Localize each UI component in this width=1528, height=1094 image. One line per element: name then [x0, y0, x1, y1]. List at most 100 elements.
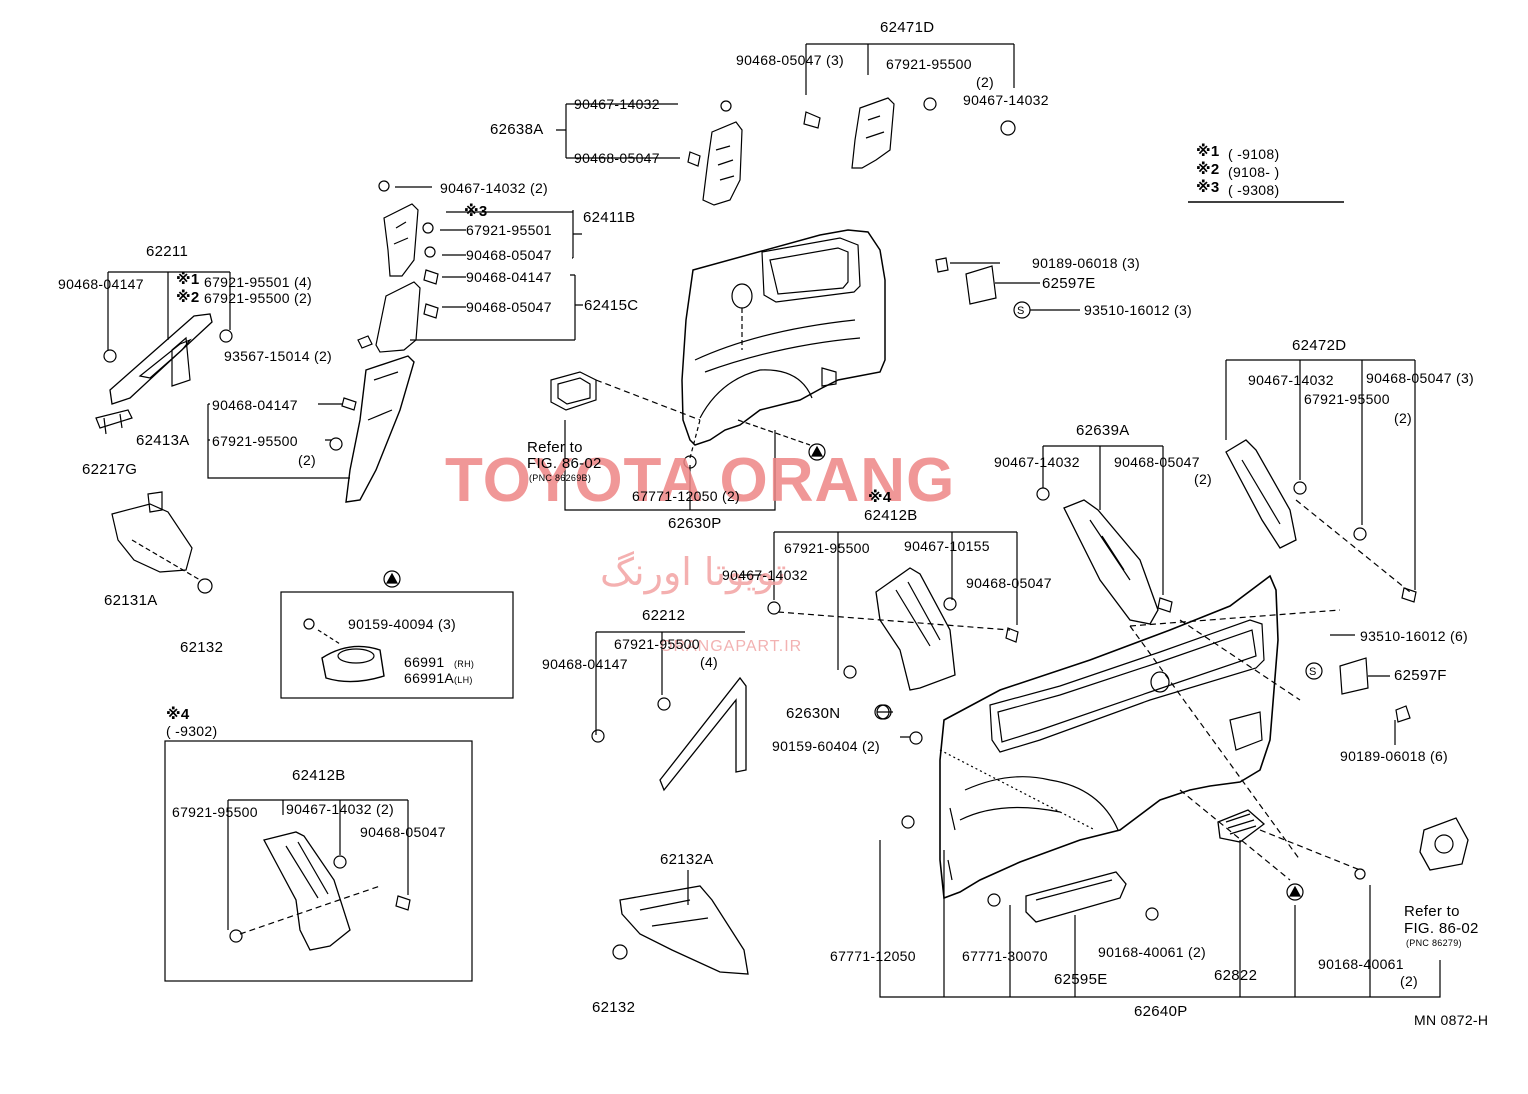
bracket-62472D [1225, 359, 1416, 590]
part-label: 67921-95500 [614, 636, 700, 652]
bracket-62630P [564, 420, 776, 511]
part-label: 67921-95500 [886, 56, 972, 72]
part-label: 90468-04147 [542, 656, 628, 672]
bracket-62640P [879, 840, 1441, 998]
part-label: 90168-40061 (2) [1098, 944, 1207, 960]
bracket-62211 [107, 271, 231, 350]
part-label: 66991A [404, 670, 455, 686]
part-label: 67921-95500 [212, 433, 298, 449]
group-label-62413A: 62413A [136, 432, 190, 449]
diagram-code: MN 0872-H [1414, 1012, 1489, 1028]
group-label-62415C: 62415C [584, 297, 639, 314]
group-label-62217G: 62217G [82, 461, 138, 478]
part-label: 67771-12050 (2) [632, 488, 741, 504]
part-label: 90467-14032 [1248, 372, 1334, 388]
group-label-62412B: 62412B [292, 767, 346, 784]
panel-62640P [939, 574, 1279, 900]
box-66991 [280, 591, 514, 699]
legend-range-1: ( -9108) [1228, 146, 1280, 162]
box-variant-4 [164, 740, 473, 982]
s-symbol: S [1309, 666, 1317, 678]
part-qty: (2) [298, 452, 317, 468]
legend-mark-1: ※1 [1196, 143, 1220, 160]
part-label: 90159-60404 (2) [772, 738, 881, 754]
part-side-tag: (LH) [454, 675, 473, 685]
part-label: 90468-05047 [574, 150, 660, 166]
bracket-62638A [556, 103, 680, 159]
part-label: 90189-06018 (3) [1032, 255, 1141, 271]
group-label-62595E: 62595E [1054, 971, 1108, 988]
refer-figure: FIG. 86-02 [527, 455, 602, 472]
part-label: 93567-15014 (2) [224, 348, 333, 364]
refer-figure: FIG. 86-02 [1404, 920, 1479, 937]
part-label: 67921-95500 [172, 804, 258, 820]
part-label: 93510-16012 (6) [1360, 628, 1469, 644]
part-label: 90468-05047 [466, 247, 552, 263]
part-label-62630N: 62630N [786, 705, 841, 722]
variant-mark-4: ※4 [868, 489, 892, 506]
part-label: 90468-05047 [1114, 454, 1200, 470]
part-label: 66991 [404, 654, 445, 670]
part-label: 90467-14032 (2) [286, 801, 395, 817]
part-label: 90468-04147 [58, 276, 144, 292]
part-label: 90468-05047 (3) [1366, 370, 1475, 386]
refer-pnc: (PNC 86279) [1406, 938, 1462, 948]
part-label: 90468-04147 [212, 397, 298, 413]
part-label: 67771-12050 [830, 948, 916, 964]
variant-mark-1: ※1 [176, 271, 200, 288]
leaders-62411B [395, 186, 573, 308]
refer-label: Refer to [527, 439, 583, 456]
part-label-62132: 62132 [592, 999, 636, 1016]
group-label-62211: 62211 [146, 243, 189, 260]
variant-range-4: ( -9302) [166, 723, 218, 739]
variant-mark-4: ※4 [166, 706, 190, 723]
part-label: 90467-14032 (2) [440, 180, 549, 196]
part-label: 67921-95501 [466, 222, 552, 238]
group-label-62132A: 62132A [660, 851, 714, 868]
legend-mark-3: ※3 [1196, 179, 1220, 196]
group-label-62212: 62212 [642, 607, 686, 624]
part-qty: (2) [1400, 973, 1419, 989]
refer-label: Refer to [1404, 903, 1460, 920]
group-label-62131A: 62131A [104, 592, 158, 609]
part-qty: (4) [700, 654, 719, 670]
group-label-62597E: 62597E [1042, 275, 1096, 292]
group-label-62471D: 62471D [880, 19, 935, 36]
part-label: 90467-14032 [994, 454, 1080, 470]
part-label: 90467-14032 [722, 567, 808, 583]
part-label: 90467-14032 [574, 96, 660, 112]
group-label-62640P: 62640P [1134, 1003, 1188, 1020]
legend-range-2: (9108- ) [1228, 164, 1280, 180]
s-symbol: S [1017, 305, 1025, 317]
part-label: 93510-16012 (3) [1084, 302, 1193, 318]
legend-range-3: ( -9308) [1228, 182, 1280, 198]
group-label-62597F: 62597F [1394, 667, 1447, 684]
bracket-62471D [805, 43, 1015, 95]
variant-mark-3: ※3 [464, 203, 488, 220]
part-label: 90467-10155 [904, 538, 990, 554]
part-label: 90468-04147 [466, 269, 552, 285]
part-label: 90159-40094 (3) [348, 616, 457, 632]
part-label-62822: 62822 [1214, 967, 1258, 984]
bracket-62413A [207, 403, 350, 479]
group-label-62638A: 62638A [490, 121, 544, 138]
part-label: 90189-06018 (6) [1340, 748, 1449, 764]
part-label: 67921-95500 (2) [204, 290, 313, 306]
part-label: 90468-05047 [360, 824, 446, 840]
part-qty: (2) [1394, 410, 1413, 426]
part-label: 90468-05047 (3) [736, 52, 845, 68]
part-qty: (2) [1194, 471, 1213, 487]
part-label: 90467-14032 [963, 92, 1049, 108]
group-label-62411B: 62411B [583, 209, 636, 226]
part-label: 67921-95500 [784, 540, 870, 556]
part-label-62132: 62132 [180, 639, 224, 656]
group-label-62639A: 62639A [1076, 422, 1130, 439]
group-label-62630P: 62630P [668, 515, 722, 532]
part-label: 67771-30070 [962, 948, 1048, 964]
refer-pnc: (PNC 86269B) [529, 473, 592, 483]
bracket-62212 [595, 631, 745, 735]
panel-62630P [681, 229, 886, 446]
part-qty: (2) [976, 74, 995, 90]
bracket-62412B-b [227, 799, 409, 930]
